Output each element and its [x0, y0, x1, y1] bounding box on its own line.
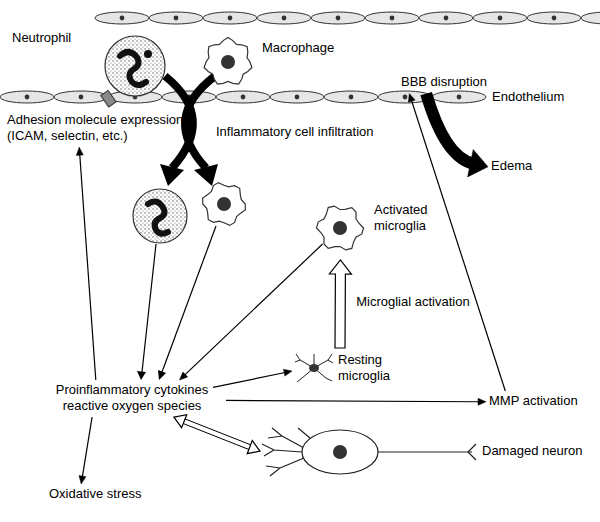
endothelial-cell: [581, 12, 600, 24]
cell-nucleus: [174, 16, 179, 21]
cell-nucleus: [282, 16, 287, 21]
node-label: Neutrophil: [12, 30, 71, 46]
neutrophil-cell: Neutrophil: [8, 28, 178, 106]
endothelial-cell: [311, 12, 365, 24]
outcome-text: Oxidative stress: [46, 484, 146, 506]
infiltrated-neutrophil: [133, 189, 187, 243]
connector: [226, 398, 486, 405]
process-label: Inflammatory cell infiltration: [214, 124, 376, 140]
mediator-text: Proinflammatory cytokines reactive oxyge…: [40, 380, 226, 417]
arrowhead: [174, 415, 187, 428]
endothelial-cell: [203, 12, 257, 24]
node-label: Resting microglia: [338, 352, 406, 383]
endothelial-cell: [95, 12, 149, 24]
endothelial-cell: [419, 12, 473, 24]
node-label: Macrophage: [262, 40, 334, 56]
endothelial-cell: [270, 91, 324, 103]
node-label: Edema: [488, 156, 537, 176]
cell-nucleus: [25, 95, 30, 100]
activated-microglia: Activated microglia: [316, 196, 448, 260]
endothelial-cell: [54, 91, 108, 103]
connector: [180, 244, 323, 380]
arrowhead: [247, 441, 260, 454]
macrophage-cell: Macrophage: [200, 36, 350, 92]
cell-nucleus: [457, 95, 462, 100]
endothelial-cell: [473, 12, 527, 24]
cell-nucleus: [390, 16, 395, 21]
cell-nucleus: [241, 95, 246, 100]
cell-nucleus: [552, 16, 557, 21]
structure-label: Endothelium: [490, 89, 566, 105]
arrowhead: [76, 147, 83, 155]
endothelial-cell: [216, 91, 270, 103]
resting-microglia: Resting microglia: [292, 348, 412, 390]
endothelial-cell: [0, 91, 54, 103]
cell-nucleus: [79, 95, 84, 100]
arrowhead: [284, 369, 293, 376]
cell-nucleus: [295, 95, 300, 100]
endothelial-cell: [257, 12, 311, 24]
arrowhead: [408, 94, 415, 103]
arrowhead: [79, 476, 86, 485]
cell-nucleus: [498, 16, 503, 21]
process-text: Adhesion molecule expression (ICAM, sele…: [4, 110, 202, 147]
connector: [76, 147, 96, 380]
node-label: Damaged neuron: [482, 443, 582, 459]
cell-nucleus: [349, 95, 354, 100]
arrowhead: [478, 398, 486, 405]
event-text: BBB disruption: [398, 72, 492, 94]
node-label: Activated microglia: [374, 202, 448, 233]
node-label: BBB disruption: [398, 72, 492, 92]
cell-nucleus: [228, 16, 233, 21]
damaged-neuron: Damaged neuron: [260, 426, 590, 482]
edge-label: Microglial activation: [354, 294, 471, 310]
endothelial-cell: [365, 12, 419, 24]
process-text: MMP activation: [486, 391, 583, 413]
node-label: Oxidative stress: [46, 484, 146, 504]
connector: [426, 94, 488, 177]
connector: [213, 369, 292, 387]
cell-nucleus: [120, 16, 125, 21]
endothelial-cell: [324, 91, 378, 103]
arrowhead: [468, 150, 488, 177]
event-text: Edema: [488, 156, 537, 178]
node-label: Proinflammatory cytokines reactive oxyge…: [40, 380, 224, 415]
connector: [408, 94, 505, 391]
cell-nucleus: [336, 16, 341, 21]
connector: [79, 417, 92, 484]
arrowhead: [180, 372, 188, 380]
endothelial-cell: [527, 12, 581, 24]
infiltration-arrows: [160, 76, 218, 186]
endothelial-cell: [149, 12, 203, 24]
connector: [329, 260, 351, 348]
node-label: MMP activation: [486, 391, 583, 411]
connector: [174, 415, 260, 454]
cell-nucleus: [444, 16, 449, 21]
endothelial-cell: [432, 91, 486, 103]
cell-nucleus: [403, 95, 408, 100]
adhesion-marker: [101, 90, 116, 107]
node-label: Adhesion molecule expression (ICAM, sele…: [4, 110, 200, 145]
infiltrated-macrophage: [203, 183, 246, 226]
